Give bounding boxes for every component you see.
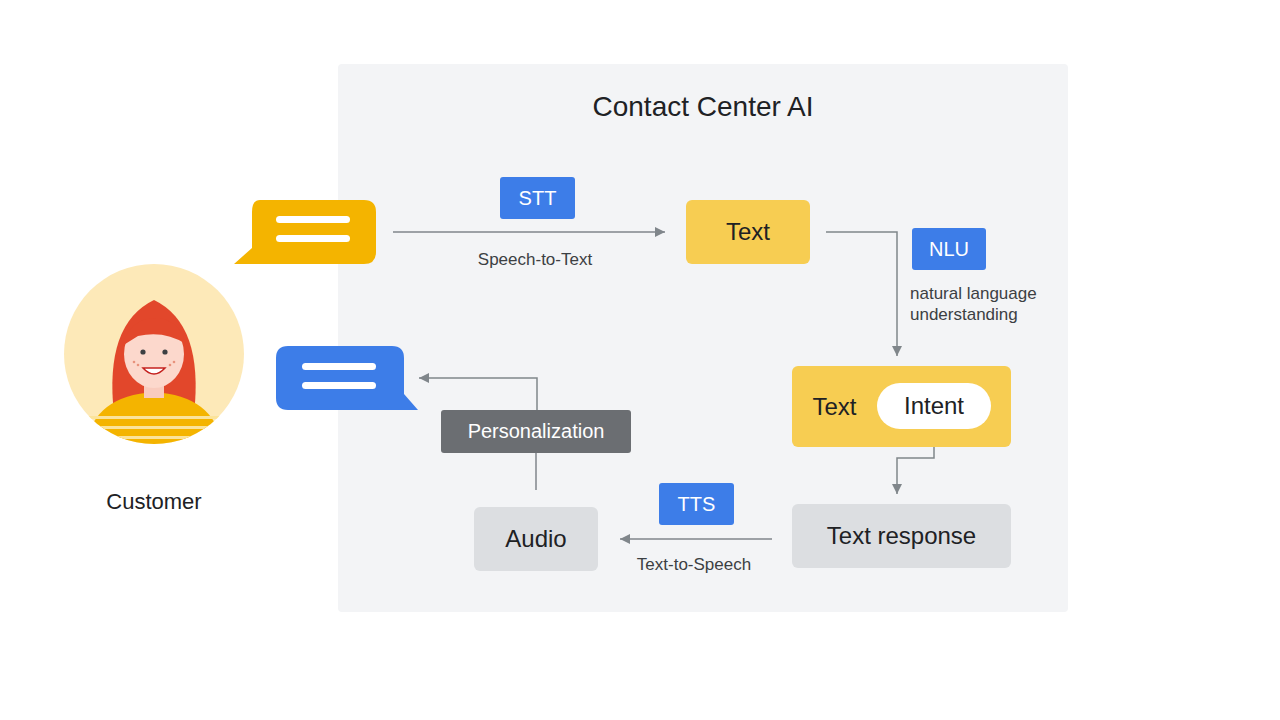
- reply-arrow: [419, 378, 537, 410]
- reply-speech-bubble: [276, 346, 418, 410]
- data-box: Audio: [474, 507, 598, 571]
- step-badge: NLU: [912, 228, 986, 270]
- node-label: Customer: [106, 489, 201, 515]
- speech-arrow: [393, 231, 665, 233]
- diagram-title: Contact Center AI: [592, 91, 813, 123]
- node-text: Personalization: [468, 420, 605, 443]
- step-badge: TTS: [659, 483, 734, 525]
- node-text: NLU: [929, 238, 969, 261]
- intent-pill: Intent: [877, 383, 991, 429]
- node-text: Audio: [505, 525, 566, 553]
- customer-illustration: [64, 264, 244, 444]
- data-box: Text response: [792, 504, 1011, 568]
- data-box: Text Intent: [792, 366, 1011, 447]
- annotation-label: natural language understanding: [910, 283, 1055, 325]
- annotation-label: Speech-to-Text: [478, 249, 592, 270]
- customer-avatar: Customer: [64, 264, 244, 444]
- data-box: Text: [686, 200, 810, 264]
- flow-connector: [620, 538, 772, 540]
- node-text: Text response: [827, 522, 976, 550]
- flow-connector: [535, 453, 537, 490]
- flow-connector: [826, 232, 897, 356]
- region-panel: Contact Center AISTTTextNLUTextIntentPer…: [338, 64, 1068, 612]
- node-text: Text: [812, 393, 856, 421]
- node-text: TTS: [678, 493, 716, 516]
- flow-connector: [897, 429, 934, 494]
- customer-speech-bubble: [234, 200, 376, 264]
- node-text: Intent: [904, 392, 964, 420]
- node-text: Text: [726, 218, 770, 246]
- node-text: STT: [519, 187, 557, 210]
- step-badge: STT: [500, 177, 575, 219]
- annotation-label: Text-to-Speech: [637, 554, 751, 575]
- process-box: Personalization: [441, 410, 631, 453]
